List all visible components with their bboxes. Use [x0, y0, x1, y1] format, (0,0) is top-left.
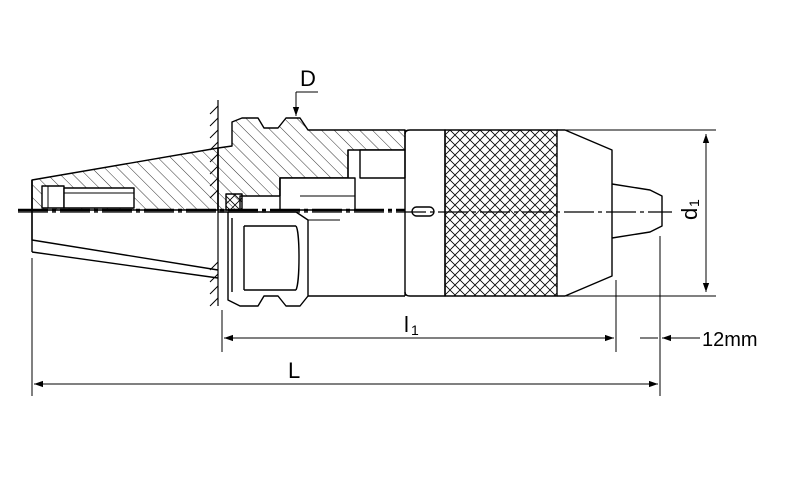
label-d1: d 1	[677, 199, 702, 220]
label-12mm: 12mm	[702, 329, 758, 351]
chuck-jaws	[611, 183, 663, 239]
label-l1-sub: 1	[411, 322, 419, 338]
dimension-L	[31, 258, 658, 396]
dimension-l1	[221, 280, 617, 352]
label-d1-sub: 1	[686, 199, 702, 207]
label-l1: l 1	[404, 312, 419, 338]
taper-shank	[31, 147, 219, 279]
dimension-12mm	[600, 236, 700, 396]
label-L: L	[288, 358, 300, 383]
dimension-d1	[565, 129, 716, 297]
dimension-d-leader	[292, 91, 318, 116]
flange-upper	[217, 117, 406, 211]
label-l1-main: l	[404, 312, 409, 337]
flange-lower	[217, 211, 405, 307]
label-d1-main: d	[677, 208, 702, 220]
label-d: D	[300, 66, 316, 91]
chuck-sleeve	[404, 129, 613, 297]
